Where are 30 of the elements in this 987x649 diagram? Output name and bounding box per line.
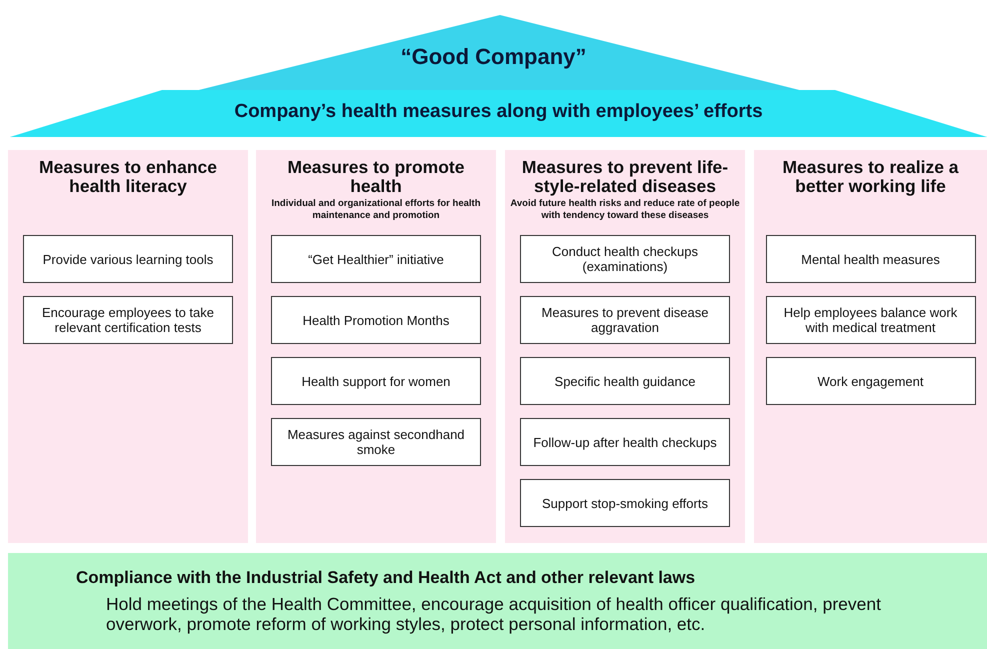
pillar-panel bbox=[8, 150, 248, 543]
measure-box: Specific health guidance bbox=[520, 357, 730, 405]
measure-box: Measures against secondhand smoke bbox=[271, 418, 481, 466]
measure-box: Measures to prevent disease aggravation bbox=[520, 296, 730, 344]
pillar-heading: Measures to promote health bbox=[286, 158, 466, 196]
foundation-text: Hold meetings of the Health Committee, encourage acquisition of health officer qualification, prevent overwork, promote reform of working styles, protect personal information, etc. bbox=[105, 594, 882, 634]
measure-box: Provide various learning tools bbox=[23, 235, 233, 283]
pillar-panel bbox=[256, 150, 496, 543]
roof-subtitle: Company’s health measures along with employees’ efforts bbox=[233, 100, 764, 123]
pillar-panel bbox=[505, 150, 745, 543]
pillar-subheading: Avoid future health risks and reduce rate of people with tendency toward these diseases bbox=[509, 198, 741, 222]
measure-box: Health support for women bbox=[271, 357, 481, 405]
foundation-heading: Compliance with the Industrial Safety and Health Act and other relevant laws bbox=[76, 568, 696, 588]
measure-box: Follow-up after health checkups bbox=[520, 418, 730, 466]
measure-box: Health Promotion Months bbox=[271, 296, 481, 344]
pillar-subheading: Individual and organizational efforts for health maintenance and promotion bbox=[270, 198, 482, 222]
measure-box: Mental health measures bbox=[766, 235, 976, 283]
measure-box: Support stop-smoking efforts bbox=[520, 479, 730, 527]
pillar-panel bbox=[754, 150, 987, 543]
measure-box: “Get Healthier” initiative bbox=[271, 235, 481, 283]
measure-box: Encourage employees to take relevant certification tests bbox=[23, 296, 233, 344]
pillar-heading: Measures to realize a better working life bbox=[781, 158, 960, 196]
measure-box: Work engagement bbox=[766, 357, 976, 405]
roof-band bbox=[10, 90, 987, 137]
pillar-heading: Measures to prevent life-style-related diseases bbox=[520, 158, 730, 196]
pillar-heading: Measures to enhance health literacy bbox=[38, 158, 218, 196]
measure-box: Help employees balance work with medical treatment bbox=[766, 296, 976, 344]
roof-title: “Good Company” bbox=[400, 43, 588, 70]
measure-box: Conduct health checkups (examinations) bbox=[520, 235, 730, 283]
foundation-panel bbox=[8, 553, 987, 649]
